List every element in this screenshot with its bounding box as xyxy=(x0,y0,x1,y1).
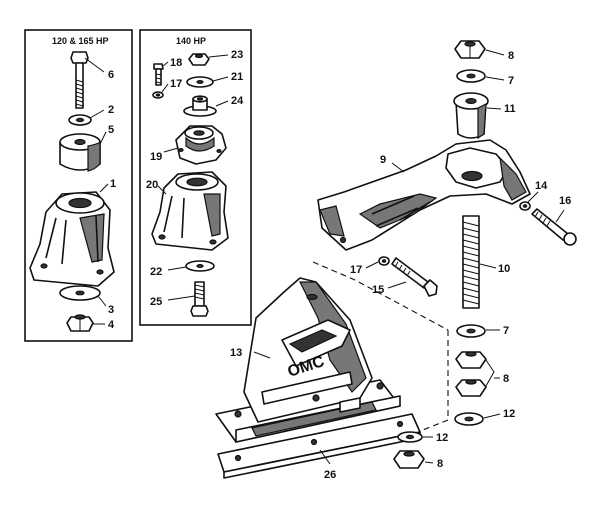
alignment-line-upper xyxy=(312,261,449,331)
part-15-bolt xyxy=(391,257,438,297)
callout-19: 19 xyxy=(150,151,162,163)
part-7-washer-bottom xyxy=(456,324,486,338)
callout-15: 15 xyxy=(372,284,384,296)
callout-23: 23 xyxy=(231,49,243,61)
right-assembly: OMC 8 7 11 9 14 16 10 xyxy=(215,40,577,481)
part-10-stud xyxy=(462,215,480,309)
callout-11: 11 xyxy=(504,103,516,115)
part-17-lock-washer xyxy=(152,91,164,99)
callout-22: 22 xyxy=(150,266,162,278)
callout-8a: 8 xyxy=(508,50,514,62)
panel-left-frame xyxy=(24,29,133,342)
part-20-mount-bracket xyxy=(151,171,229,251)
callout-20: 20 xyxy=(146,179,158,191)
callout-14: 14 xyxy=(535,180,548,192)
part-19-cushion xyxy=(175,125,227,165)
part-23-nut xyxy=(188,53,210,66)
part-12-washer-bottom xyxy=(397,431,423,443)
callout-17a: 17 xyxy=(170,78,182,90)
part-3-washer xyxy=(59,285,101,301)
part-18-bolt xyxy=(153,63,164,86)
panel-140-hp: 140 HP xyxy=(139,29,252,326)
callout-12a: 12 xyxy=(503,408,515,420)
callout-5: 5 xyxy=(108,124,114,136)
part-8-nut-pair xyxy=(455,351,487,397)
callout-13: 13 xyxy=(230,347,242,359)
callout-9: 9 xyxy=(380,154,386,166)
callout-17b: 17 xyxy=(350,264,362,276)
part-4-nut xyxy=(66,314,94,332)
callout-1: 1 xyxy=(110,178,116,190)
callout-10: 10 xyxy=(498,263,510,275)
callout-16: 16 xyxy=(559,195,571,207)
callout-21: 21 xyxy=(231,71,243,83)
callout-25: 25 xyxy=(150,296,162,308)
part-11-cushion xyxy=(453,92,489,140)
part-22-washer xyxy=(185,260,215,272)
callout-3: 3 xyxy=(108,304,114,316)
part-25-stud xyxy=(190,281,209,317)
callout-6: 6 xyxy=(108,69,114,81)
part-16-bolt xyxy=(531,208,577,246)
callout-4: 4 xyxy=(108,319,115,331)
part-8-nut-bottom xyxy=(393,450,425,469)
part-13-lower-mount xyxy=(215,277,401,443)
part-24-spacer xyxy=(183,95,217,117)
callout-18: 18 xyxy=(170,57,182,69)
part-6-bolt xyxy=(70,51,89,109)
callout-2: 2 xyxy=(108,104,114,116)
part-7-washer-top xyxy=(456,69,486,83)
panel-middle-title: 140 HP xyxy=(176,36,206,46)
callout-7a: 7 xyxy=(508,75,514,87)
panel-120-165-hp: 120 & 165 HP xyxy=(24,29,133,342)
callout-24: 24 xyxy=(231,95,244,107)
part-21-washer xyxy=(186,76,214,88)
panel-middle-frame xyxy=(139,29,252,326)
part-2-washer xyxy=(68,114,92,126)
part-14-washer xyxy=(519,201,531,211)
callout-8b: 8 xyxy=(503,373,509,385)
panel-left-title: 120 & 165 HP xyxy=(52,36,109,46)
callout-12b: 12 xyxy=(436,432,448,444)
part-8-nut-top xyxy=(454,40,486,59)
part-12-washer-right xyxy=(454,412,484,426)
part-5-cushion xyxy=(59,133,101,172)
part-9-transom-bracket xyxy=(317,139,531,251)
callout-8c: 8 xyxy=(437,458,443,470)
part-1-mount-bracket xyxy=(29,191,115,287)
callout-26: 26 xyxy=(324,469,336,481)
part-17-lock-washer-right xyxy=(378,256,390,266)
callout-7b: 7 xyxy=(503,325,509,337)
